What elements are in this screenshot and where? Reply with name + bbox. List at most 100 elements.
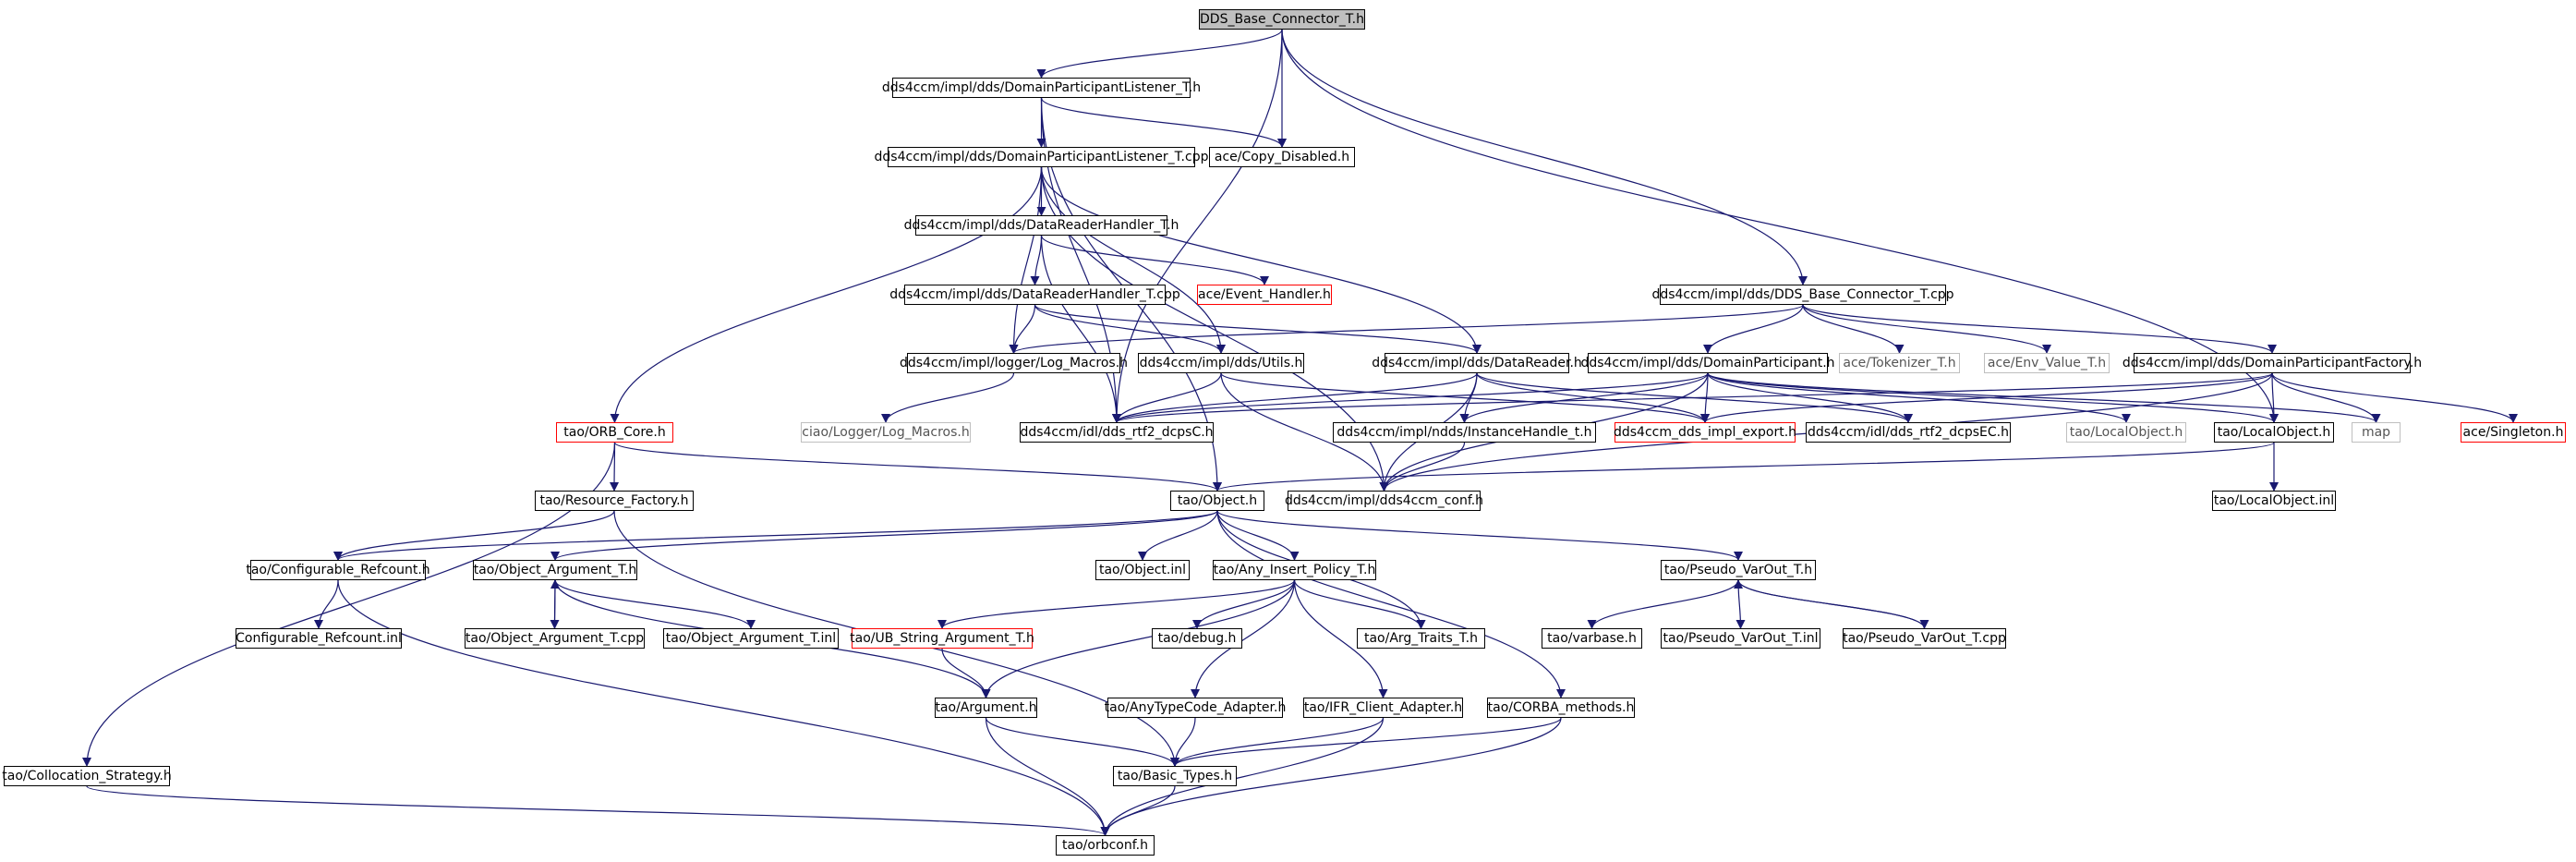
node-collocation-strategy[interactable]: tao/Collocation_Strategy.h <box>2 766 172 786</box>
node-event-handler[interactable]: ace/Event_Handler.h <box>1197 285 1332 305</box>
node-domain-participant-listener-cpp[interactable]: dds4ccm/impl/dds/DomainParticipantListen… <box>875 147 1208 167</box>
node-configurable-refcount[interactable]: tao/Configurable_Refcount.h <box>246 560 430 580</box>
edge-dp-to-localobject_plain <box>1707 372 2131 423</box>
node-tokenizer[interactable]: ace/Tokenizer_T.h <box>1839 353 1960 373</box>
edge-dpf-to-localobject <box>2268 372 2279 423</box>
edge-argument-to-basic_types <box>985 717 1179 767</box>
edge-pseudo_h-to-varbase <box>1587 579 1739 629</box>
edge-dbc_cpp-to-dpf <box>1802 304 2277 354</box>
node-data-reader-handler-h[interactable]: dds4ccm/impl/dds/DataReaderHandler_T.h <box>904 215 1179 236</box>
node-orb-core[interactable]: tao/ORB_Core.h <box>556 422 673 443</box>
node-data-reader[interactable]: dds4ccm/impl/dds/DataReader.h <box>1372 353 1582 373</box>
node-local-object[interactable]: tao/LocalObject.h <box>2214 422 2334 443</box>
node-basic-types[interactable]: tao/Basic_Types.h <box>1113 766 1237 786</box>
node-resource-factory[interactable]: tao/Resource_Factory.h <box>535 491 694 511</box>
node-dds-base-connector-cpp[interactable]: dds4ccm/impl/dds/DDS_Base_Connector_T.cp… <box>1651 285 1954 305</box>
edge-dplt_cpp-to-orb_core <box>610 166 1043 423</box>
edge-dplt_cpp-to-utils <box>1040 166 1226 354</box>
node-pseudo-varout-inl[interactable]: tao/Pseudo_VarOut_T.inl <box>1661 628 1820 649</box>
edge-conf_refcount-to-orbconf <box>337 579 1110 836</box>
edge-object_h-to-conf_refcount <box>333 510 1218 561</box>
edge-dp-to-dcpsc <box>1112 372 1709 423</box>
edge-drh_cpp-to-datareader <box>1034 304 1482 354</box>
edge-drh_h-to-event_handler <box>1040 235 1269 285</box>
node-argument[interactable]: tao/Argument.h <box>935 698 1037 718</box>
node-singleton[interactable]: ace/Singleton.h <box>2461 422 2566 443</box>
edge-datareader-to-dcpsc <box>1112 372 1478 423</box>
node-debug[interactable]: tao/debug.h <box>1152 628 1242 649</box>
edge-dpf-to-singleton <box>2271 372 2518 423</box>
edge-dpf-to-impl_export <box>1700 372 2273 423</box>
node-root[interactable]: DDS_Base_Connector_T.h <box>1199 9 1365 30</box>
node-domain-participant-factory[interactable]: dds4ccm/impl/dds/DomainParticipantFactor… <box>2122 353 2422 373</box>
edge-drh_h-to-drh_cpp <box>1030 235 1043 285</box>
node-local-object-plain[interactable]: tao/LocalObject.h <box>2066 422 2186 443</box>
edge-any_insert-to-ifr <box>1293 579 1388 698</box>
edge-pseudo_cpp-to-pseudo_h <box>1734 579 1926 629</box>
node-ifr-client-adapter[interactable]: tao/IFR_Client_Adapter.h <box>1303 698 1463 718</box>
edge-root-to-dplt_h <box>1036 29 1283 79</box>
node-instance-handle[interactable]: dds4ccm/impl/ndds/InstanceHandle_t.h <box>1333 422 1596 443</box>
node-anytypecode-adapter[interactable]: tao/AnyTypeCode_Adapter.h <box>1105 698 1286 718</box>
edge-pseudo_h-to-pseudo_inl <box>1735 579 1746 629</box>
edge-basic_types-to-orbconf <box>1100 785 1176 836</box>
node-utils[interactable]: dds4ccm/impl/dds/Utils.h <box>1138 353 1304 373</box>
edge-any_insert-to-anytypecode <box>1191 579 1296 698</box>
dependency-edges <box>82 29 2518 836</box>
edge-resource_factory-to-conf_refcount <box>333 510 615 561</box>
edge-object_h-to-any_insert <box>1216 510 1300 561</box>
node-orbconf[interactable]: tao/orbconf.h <box>1056 835 1155 856</box>
edge-any_insert-to-arg_traits <box>1293 579 1426 629</box>
node-data-reader-handler-cpp[interactable]: dds4ccm/impl/dds/DataReaderHandler_T.cpp <box>889 285 1180 305</box>
edge-localobject-to-object_h <box>1213 442 2275 492</box>
node-dds-rtf2-dcpsc[interactable]: dds4ccm/idl/dds_rtf2_dcpsC.h <box>1020 422 1214 443</box>
edge-corba_methods-to-basic_types <box>1170 717 1562 767</box>
edge-drh_h-to-dcpsc <box>1040 235 1121 423</box>
edge-object_h-to-obj_arg <box>550 510 1218 561</box>
node-object-argument-inl[interactable]: tao/Object_Argument_T.inl <box>663 628 839 649</box>
node-map[interactable]: map <box>2352 422 2401 443</box>
edge-drh_cpp-to-utils <box>1034 304 1226 354</box>
edge-any_insert-to-ub_string <box>937 579 1296 629</box>
node-configurable-refcount-inl[interactable]: Configurable_Refcount.inl <box>236 628 402 649</box>
edge-dp-to-instance_handle <box>1459 372 1709 423</box>
node-pseudo-varout-h[interactable]: tao/Pseudo_VarOut_T.h <box>1661 560 1816 580</box>
node-domain-participant-listener-h[interactable]: dds4ccm/impl/dds/DomainParticipantListen… <box>882 78 1201 98</box>
edge-drh_cpp-to-log_macros <box>1009 304 1036 354</box>
edge-dpf-to-dcpsc <box>1112 372 2273 423</box>
node-domain-participant[interactable]: dds4ccm/impl/dds/DomainParticipant.h <box>1580 353 1835 373</box>
edge-root-to-localobject <box>1281 29 2279 423</box>
node-object-argument-h[interactable]: tao/Object_Argument_T.h <box>473 560 637 580</box>
node-dds-rtf2-dcpsec[interactable]: dds4ccm/idl/dds_rtf2_dcpsEC.h <box>1806 422 2011 443</box>
edge-argument-to-orbconf <box>985 717 1110 836</box>
node-object-inl[interactable]: tao/Object.inl <box>1095 560 1190 580</box>
node-copy-disabled[interactable]: ace/Copy_Disabled.h <box>1209 147 1355 167</box>
node-arg-traits[interactable]: tao/Arg_Traits_T.h <box>1357 628 1485 649</box>
node-local-object-inl[interactable]: tao/LocalObject.inl <box>2212 491 2336 511</box>
node-corba-methods[interactable]: tao/CORBA_methods.h <box>1487 698 1635 718</box>
node-ciao-log-macros[interactable]: ciao/Logger/Log_Macros.h <box>801 422 971 443</box>
node-impl-export[interactable]: dds4ccm_dds_impl_export.h <box>1614 422 1796 443</box>
node-object-argument-cpp[interactable]: tao/Object_Argument_T.cpp <box>465 628 645 649</box>
node-varbase[interactable]: tao/varbase.h <box>1542 628 1642 649</box>
edge-dp-to-dcpsec <box>1707 372 1913 423</box>
edge-ifr-to-basic_types <box>1170 717 1385 767</box>
edge-instance_handle-to-conf <box>1379 442 1466 492</box>
node-log-macros[interactable]: dds4ccm/impl/logger/Log_Macros.h <box>900 353 1128 373</box>
edge-dp-to-map <box>1707 372 2381 423</box>
edge-obj_arg-to-obj_arg_inl <box>554 579 756 629</box>
node-dds4ccm-conf[interactable]: dds4ccm/impl/dds4ccm_conf.h <box>1285 491 1483 511</box>
edge-collocation-to-orbconf <box>86 785 1110 836</box>
edge-object_h-to-corba_methods <box>1216 510 1566 698</box>
node-object-h[interactable]: tao/Object.h <box>1170 491 1264 511</box>
node-env-value[interactable]: ace/Env_Value_T.h <box>1984 353 2110 373</box>
node-ub-string-argument[interactable]: tao/UB_String_Argument_T.h <box>850 628 1034 649</box>
edge-ub_string-to-argument <box>941 648 991 698</box>
edge-orb_core-to-object_h <box>613 442 1222 492</box>
node-any-insert-policy[interactable]: tao/Any_Insert_Policy_T.h <box>1213 560 1376 580</box>
node-pseudo-varout-cpp[interactable]: tao/Pseudo_VarOut_T.cpp <box>1843 628 2006 649</box>
edge-any_insert-to-argument <box>981 579 1296 698</box>
edge-dpf-to-map <box>2271 372 2381 423</box>
edge-utils-to-conf <box>1220 372 1389 492</box>
